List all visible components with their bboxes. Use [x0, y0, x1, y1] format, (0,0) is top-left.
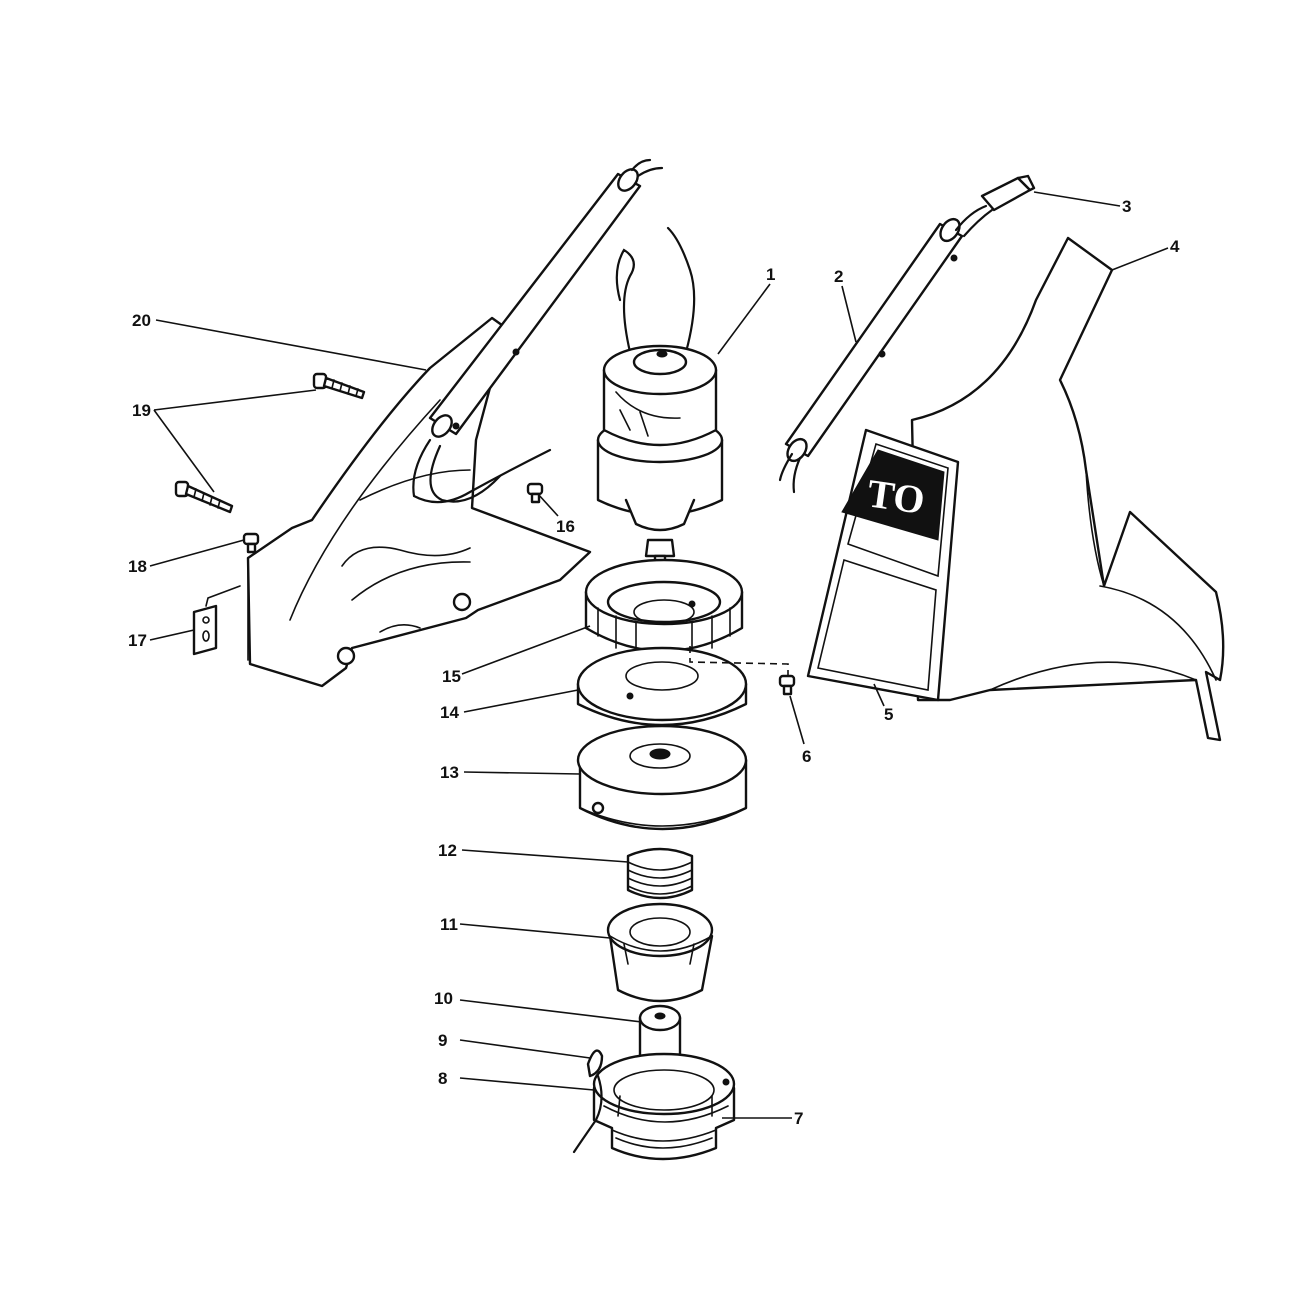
spool-housing[interactable] [576, 724, 748, 831]
callout-10: 10 [434, 989, 453, 1008]
plug-wire [954, 204, 994, 238]
decal[interactable]: TO [806, 428, 960, 702]
rotor-disc[interactable] [576, 646, 748, 727]
motor-lead-wire-2 [666, 226, 696, 354]
callout-9: 9 [438, 1031, 447, 1050]
pin-18[interactable] [242, 532, 260, 554]
callout-13: 13 [440, 763, 459, 782]
trimmer-line [572, 1074, 603, 1154]
right-tube-lower-wire [778, 452, 802, 494]
screw-16[interactable] [526, 482, 544, 504]
callout-18: 18 [128, 557, 147, 576]
callout-3: 3 [1122, 197, 1131, 216]
callout-11: 11 [440, 915, 458, 934]
screw-upper[interactable] [312, 372, 366, 400]
left-tube-wire [630, 158, 664, 178]
callout-17: 17 [128, 631, 147, 650]
spring[interactable] [626, 847, 694, 900]
line-eyelet[interactable] [586, 1049, 604, 1078]
plug[interactable] [980, 174, 1036, 212]
callout-16: 16 [556, 517, 575, 536]
callout-12: 12 [438, 841, 457, 860]
screw-6[interactable] [778, 674, 796, 696]
motor-lead-wire-1 [615, 248, 635, 354]
left-housing-half[interactable] [246, 316, 592, 688]
spool-cup[interactable] [606, 902, 714, 1003]
callout-2: 2 [834, 267, 843, 286]
left-handle-tube[interactable] [428, 166, 642, 441]
plate-17[interactable] [192, 604, 218, 656]
callout-5: 5 [884, 705, 893, 724]
right-handle-tube[interactable] [784, 216, 964, 465]
callout-4: 4 [1170, 237, 1180, 256]
callout-6: 6 [802, 747, 811, 766]
plate-wire [205, 585, 241, 607]
screw-6-alignment-line [689, 646, 789, 676]
callout-1: 1 [766, 265, 775, 284]
callout-15: 15 [442, 667, 461, 686]
callout-14: 14 [440, 703, 459, 722]
screw-lower[interactable] [174, 480, 234, 514]
callout-7: 7 [794, 1109, 803, 1128]
right-housing-half[interactable] [910, 236, 1225, 742]
callout-20: 20 [132, 311, 151, 330]
leader-lines [149, 191, 1169, 1119]
decal-logo: TO [865, 470, 928, 523]
callout-8: 8 [438, 1069, 447, 1088]
callout-19: 19 [132, 401, 151, 420]
bump-head-spool[interactable] [592, 1052, 736, 1161]
motor[interactable] [596, 344, 724, 532]
left-housing-wire-2 [429, 444, 502, 503]
